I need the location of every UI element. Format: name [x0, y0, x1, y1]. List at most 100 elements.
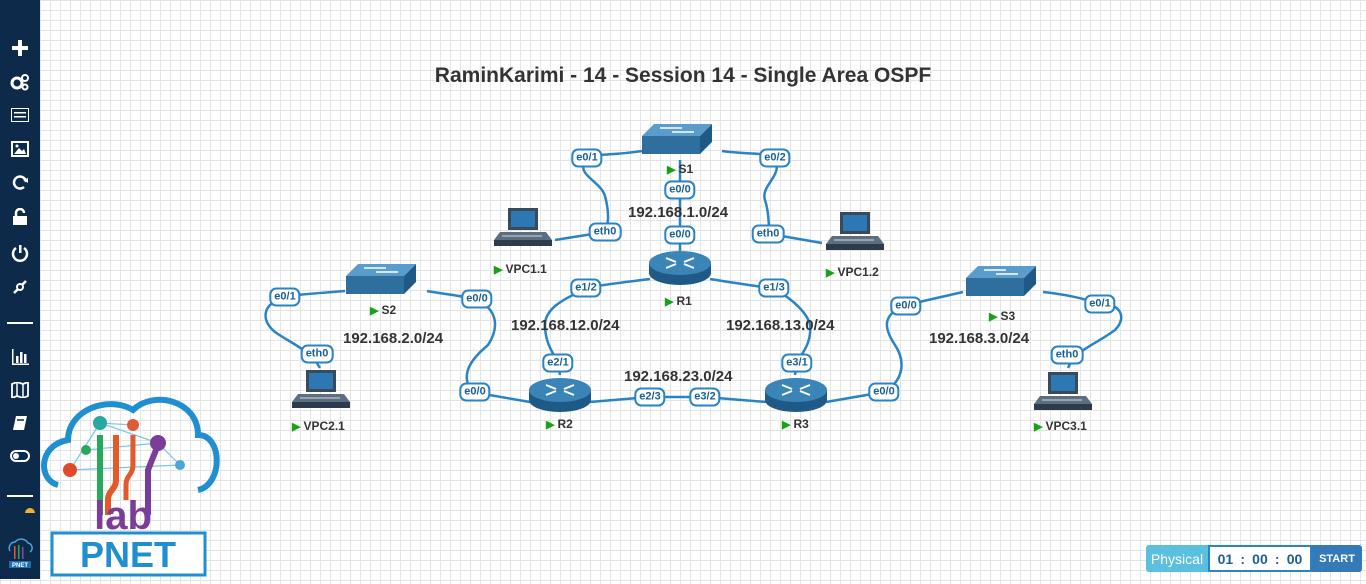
toggle-button[interactable] [0, 441, 40, 471]
unlock-icon [13, 208, 27, 225]
pc-vpc12-device[interactable] [825, 211, 885, 251]
bar-chart-icon [12, 349, 29, 365]
timer-seconds: 00 [1286, 550, 1303, 567]
lab-details-button[interactable] [0, 408, 40, 438]
port-s1-e00[interactable]: e0/0 [664, 180, 696, 200]
port-s2-e00[interactable]: e0/0 [461, 289, 493, 309]
port-s3-e01[interactable]: e0/1 [1084, 294, 1116, 314]
port-r2-e21[interactable]: e2/1 [542, 353, 574, 373]
link-s2-r2 [426, 289, 531, 404]
link-s2-vpc21 [264, 289, 346, 369]
networks-button[interactable] [0, 100, 40, 130]
logout-button[interactable] [0, 272, 40, 302]
node-label-vpc11[interactable]: ▶VPC1.1 [494, 262, 547, 276]
port-s1-e02[interactable]: e0/2 [759, 148, 791, 168]
network-label-n13: 192.168.13.0/24 [726, 317, 835, 334]
timer-separator: : [1240, 550, 1245, 567]
link-r2-r3 [589, 395, 767, 404]
node-label-s2[interactable]: ▶S2 [370, 303, 397, 317]
port-vpc11-eth0[interactable]: eth0 [588, 222, 622, 242]
port-r3-e32[interactable]: e3/2 [689, 387, 721, 407]
port-vpc12-eth0[interactable]: eth0 [751, 224, 785, 244]
timer-minutes: 00 [1252, 550, 1268, 567]
node-label-r2[interactable]: ▶R2 [546, 417, 573, 431]
play-icon: ▶ [826, 266, 835, 279]
node-label-s3[interactable]: ▶S3 [989, 309, 1016, 323]
book-icon [13, 416, 27, 430]
network-label-n1: 192.168.1.0/24 [628, 204, 729, 221]
port-r2-e00[interactable]: e0/0 [459, 382, 491, 402]
topology-button[interactable] [0, 375, 40, 405]
plug-icon [13, 280, 27, 294]
physical-mode-button[interactable]: Physical [1146, 545, 1208, 572]
pnet-mini-logo-icon: PNET [6, 531, 34, 571]
timer-hours: 01 [1217, 550, 1234, 567]
router-r3-device[interactable] [764, 377, 828, 413]
pc-vpc21-device[interactable] [291, 369, 351, 409]
port-vpc31-eth0[interactable]: eth0 [1050, 345, 1084, 365]
status-button[interactable] [0, 342, 40, 372]
logo-brand-text: PNET [80, 534, 176, 575]
port-r1-e00[interactable]: e0/0 [664, 225, 696, 245]
node-label-vpc21[interactable]: ▶VPC2.1 [292, 419, 345, 433]
sidebar-divider [7, 322, 33, 324]
add-object-button[interactable] [0, 33, 40, 63]
gears-icon [10, 74, 29, 91]
play-icon: ▶ [989, 310, 998, 323]
user-avatar-icon[interactable] [25, 508, 35, 513]
network-label-n12: 192.168.12.0/24 [511, 317, 620, 334]
sidebar-divider [7, 495, 33, 497]
play-icon: ▶ [292, 420, 301, 433]
refresh-button[interactable] [0, 168, 40, 198]
node-label-r1[interactable]: ▶R1 [665, 294, 692, 308]
pc-vpc11-device[interactable] [493, 207, 553, 247]
port-r2-e23[interactable]: e2/3 [634, 387, 666, 407]
port-r3-e31[interactable]: e3/1 [781, 353, 813, 373]
pictures-button[interactable] [0, 134, 40, 164]
network-label-n3: 192.168.3.0/24 [929, 330, 1030, 347]
lab-title: RaminKarimi - 14 - Session 14 - Single A… [434, 64, 932, 87]
port-vpc21-eth0[interactable]: eth0 [300, 344, 334, 364]
timer-display[interactable]: 01 : 00 : 00 [1208, 545, 1312, 572]
nodes-button[interactable] [0, 67, 40, 97]
play-icon: ▶ [546, 418, 555, 431]
port-s2-e01[interactable]: e0/1 [269, 287, 301, 307]
list-icon [11, 108, 29, 122]
play-icon: ▶ [1034, 420, 1043, 433]
node-label-r3[interactable]: ▶R3 [782, 417, 809, 431]
lock-lab-button[interactable] [0, 202, 40, 232]
port-r3-e00[interactable]: e0/0 [868, 382, 900, 402]
link-r1-r3 [709, 277, 812, 376]
port-s1-e01[interactable]: e0/1 [571, 148, 603, 168]
close-lab-button[interactable] [0, 238, 40, 268]
node-label-vpc31[interactable]: ▶VPC3.1 [1034, 419, 1087, 433]
logo-lab-text: lab [94, 494, 152, 538]
timer-separator: : [1274, 550, 1280, 567]
play-icon: ▶ [665, 295, 674, 308]
power-icon [11, 245, 29, 262]
switch-s2-device[interactable] [345, 263, 417, 295]
svg-text:PNET: PNET [12, 563, 28, 569]
port-r1-e13[interactable]: e1/3 [758, 278, 790, 298]
sidebar: PNET [0, 0, 40, 579]
switch-s1-device[interactable] [641, 123, 713, 155]
node-label-vpc12[interactable]: ▶VPC1.2 [826, 265, 879, 279]
switch-s3-device[interactable] [965, 265, 1037, 297]
pnetlab-logo: lab PNET [38, 390, 228, 579]
link-s1-vpc12 [721, 149, 823, 245]
port-s3-e00[interactable]: e0/0 [890, 296, 922, 316]
links [264, 149, 1123, 404]
pc-vpc31-device[interactable] [1033, 371, 1093, 411]
port-r1-e12[interactable]: e1/2 [570, 278, 602, 298]
plus-icon [12, 40, 28, 56]
lab-timer-bar: Physical 01 : 00 : 00 START [1146, 545, 1362, 572]
network-label-n2: 192.168.2.0/24 [343, 330, 444, 347]
router-r1-device[interactable] [648, 250, 712, 286]
link-s1-vpc11 [554, 149, 643, 242]
router-r2-device[interactable] [528, 377, 592, 413]
toggle-icon [10, 450, 30, 462]
play-icon: ▶ [782, 418, 791, 431]
start-button[interactable]: START [1312, 545, 1362, 572]
node-label-s1[interactable]: ▶S1 [667, 162, 694, 176]
